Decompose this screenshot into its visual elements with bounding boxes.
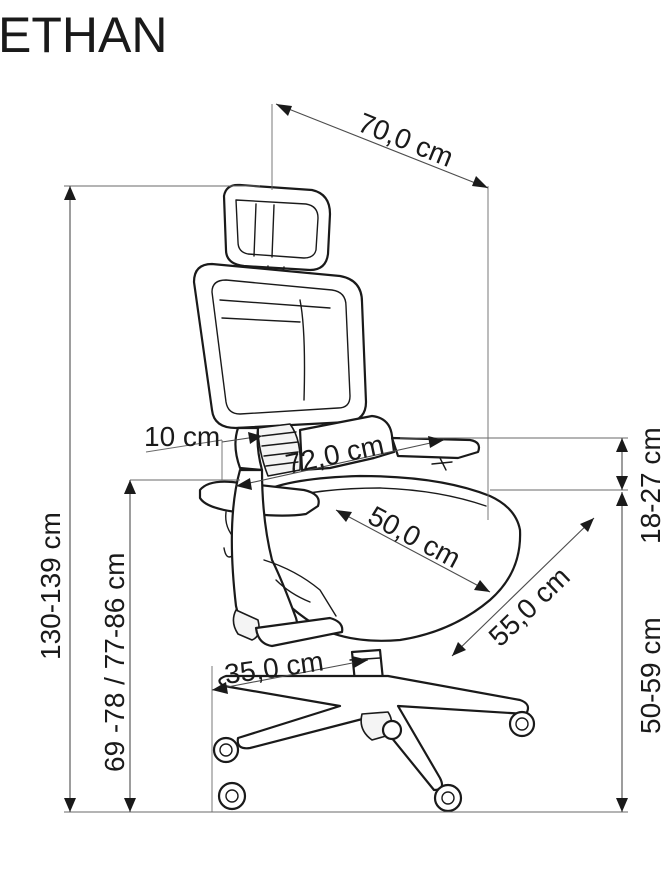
dimension-lines (64, 103, 628, 813)
caster-back-left (217, 781, 247, 811)
label-total-height: 130-139 cm (35, 512, 66, 660)
caster-back-center (381, 719, 403, 741)
right-armrest (390, 436, 481, 460)
backrest-mesh (211, 279, 351, 415)
product-title: ETHAN (0, 7, 167, 63)
label-armrest-height: 69 -78 / 77-86 cm (99, 553, 130, 772)
backrest-frame (192, 262, 368, 430)
headrest-inner (235, 199, 319, 259)
label-armrest-adjust: 18-27 cm (635, 427, 665, 544)
label-headrest-adjust: 10 cm (144, 421, 220, 452)
dimension-labels: 70,0 cm 130-139 cm 69 -78 / 77-86 cm 10 … (35, 107, 665, 772)
chair-illustration (192, 183, 536, 813)
base (218, 674, 530, 792)
label-width: 70,0 cm (354, 107, 458, 173)
headrest-outline (222, 183, 332, 272)
caster-back-right (508, 710, 536, 738)
caster-front-right (433, 783, 463, 813)
caster-front-left (212, 736, 240, 764)
label-seat-height: 50-59 cm (635, 617, 665, 734)
